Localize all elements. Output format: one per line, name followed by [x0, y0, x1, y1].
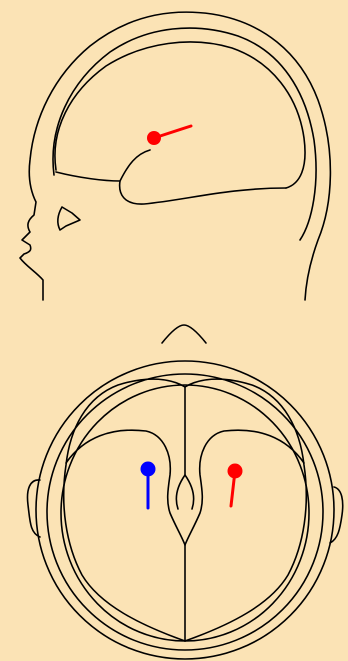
axial-background [0, 305, 348, 661]
axial-view-svg [0, 305, 348, 661]
sagittal-view-panel [0, 0, 348, 305]
sagittal-view-svg [0, 0, 348, 305]
dipole-source-axial-right [228, 464, 243, 479]
sagittal-background [0, 0, 348, 305]
axial-view-panel [0, 305, 348, 661]
dipole-source-sagittal [147, 131, 161, 145]
dipole-source-axial-left [141, 462, 156, 477]
